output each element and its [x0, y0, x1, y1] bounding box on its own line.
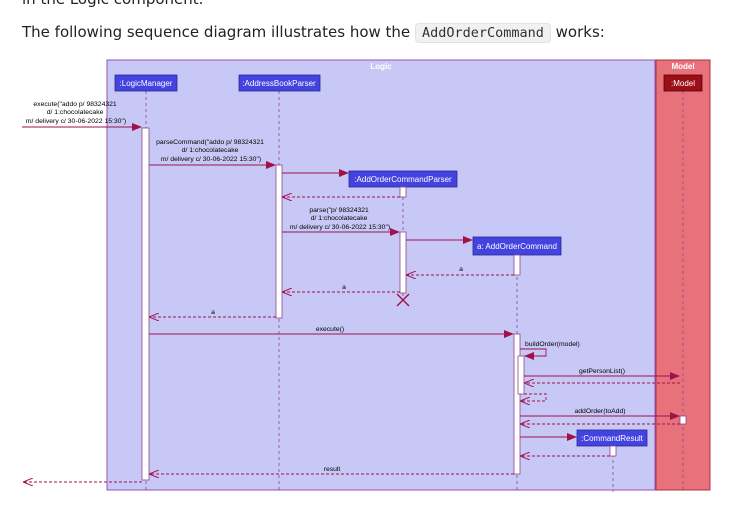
label-result: result [324, 466, 341, 473]
messages [22, 123, 680, 482]
label-execute-call: execute("addo p/ 98324321 d/ 1:chocolate… [26, 101, 126, 125]
label-execute: execute() [316, 326, 344, 333]
activation-address-book-parser [275, 164, 283, 319]
intro-text-end: works: [555, 23, 605, 41]
participant-add-order-command-parser: :AddOrderCommandParser [348, 170, 458, 188]
participant-address-book-parser: :AddressBookParser [238, 74, 321, 92]
clipped-text: in the Logic component. [22, 0, 203, 8]
model-frame-title: Model [671, 62, 694, 71]
arrow-return-build-order [521, 393, 547, 401]
activation-command-constructor [513, 254, 521, 276]
participant-add-order-command: a: AddOrderCommand [472, 236, 562, 256]
logic-frame: Logic [106, 59, 656, 491]
label-build-order: buildOrder(model) [525, 341, 580, 348]
participant-model: :Model [663, 74, 703, 92]
activation-build-order [517, 355, 525, 395]
activation-parser-parse [399, 231, 407, 294]
intro-paragraph: The following sequence diagram illustrat… [22, 22, 722, 43]
activation-bars [141, 127, 687, 481]
label-parse: parse("p/ 98324321 d/ 1:chocolatecake m/… [290, 207, 390, 231]
intro-text: The following sequence diagram illustrat… [22, 23, 411, 41]
activation-command-result [609, 445, 617, 457]
destroy-mark [396, 293, 410, 307]
label-get-person-list: getPersonList() [579, 368, 625, 375]
model-frame: Model [655, 59, 711, 491]
svg-text:a: AddOrderCommand: a: AddOrderCommand [477, 242, 557, 251]
label-return-a-3: a [211, 309, 215, 316]
svg-text::Model: :Model [671, 79, 695, 88]
clipped-previous-line: in the Logic component. [0, 0, 731, 12]
label-return-a-1: a [459, 266, 463, 273]
svg-text::CommandResult: :CommandResult [581, 434, 644, 443]
svg-text::LogicManager: :LogicManager [120, 79, 173, 88]
label-parse-command: parseCommand("addo p/ 98324321 d/ 1:choc… [156, 139, 266, 163]
activation-logic-manager [141, 127, 150, 481]
activation-model-add-order [679, 415, 687, 425]
logic-frame-title: Logic [370, 62, 392, 71]
inline-code: AddOrderCommand [414, 23, 551, 43]
activation-parser-constructor [399, 186, 407, 198]
participant-command-result: :CommandResult [576, 429, 648, 447]
arrow-build-order [520, 348, 547, 360]
participant-logic-manager: :LogicManager [114, 74, 178, 92]
label-return-a-2: a [342, 284, 346, 291]
label-add-order: addOrder(toAdd) [574, 408, 625, 415]
svg-text::AddressBookParser: :AddressBookParser [242, 79, 316, 88]
activation-command-execute [513, 333, 521, 475]
svg-text::AddOrderCommandParser: :AddOrderCommandParser [354, 175, 452, 184]
